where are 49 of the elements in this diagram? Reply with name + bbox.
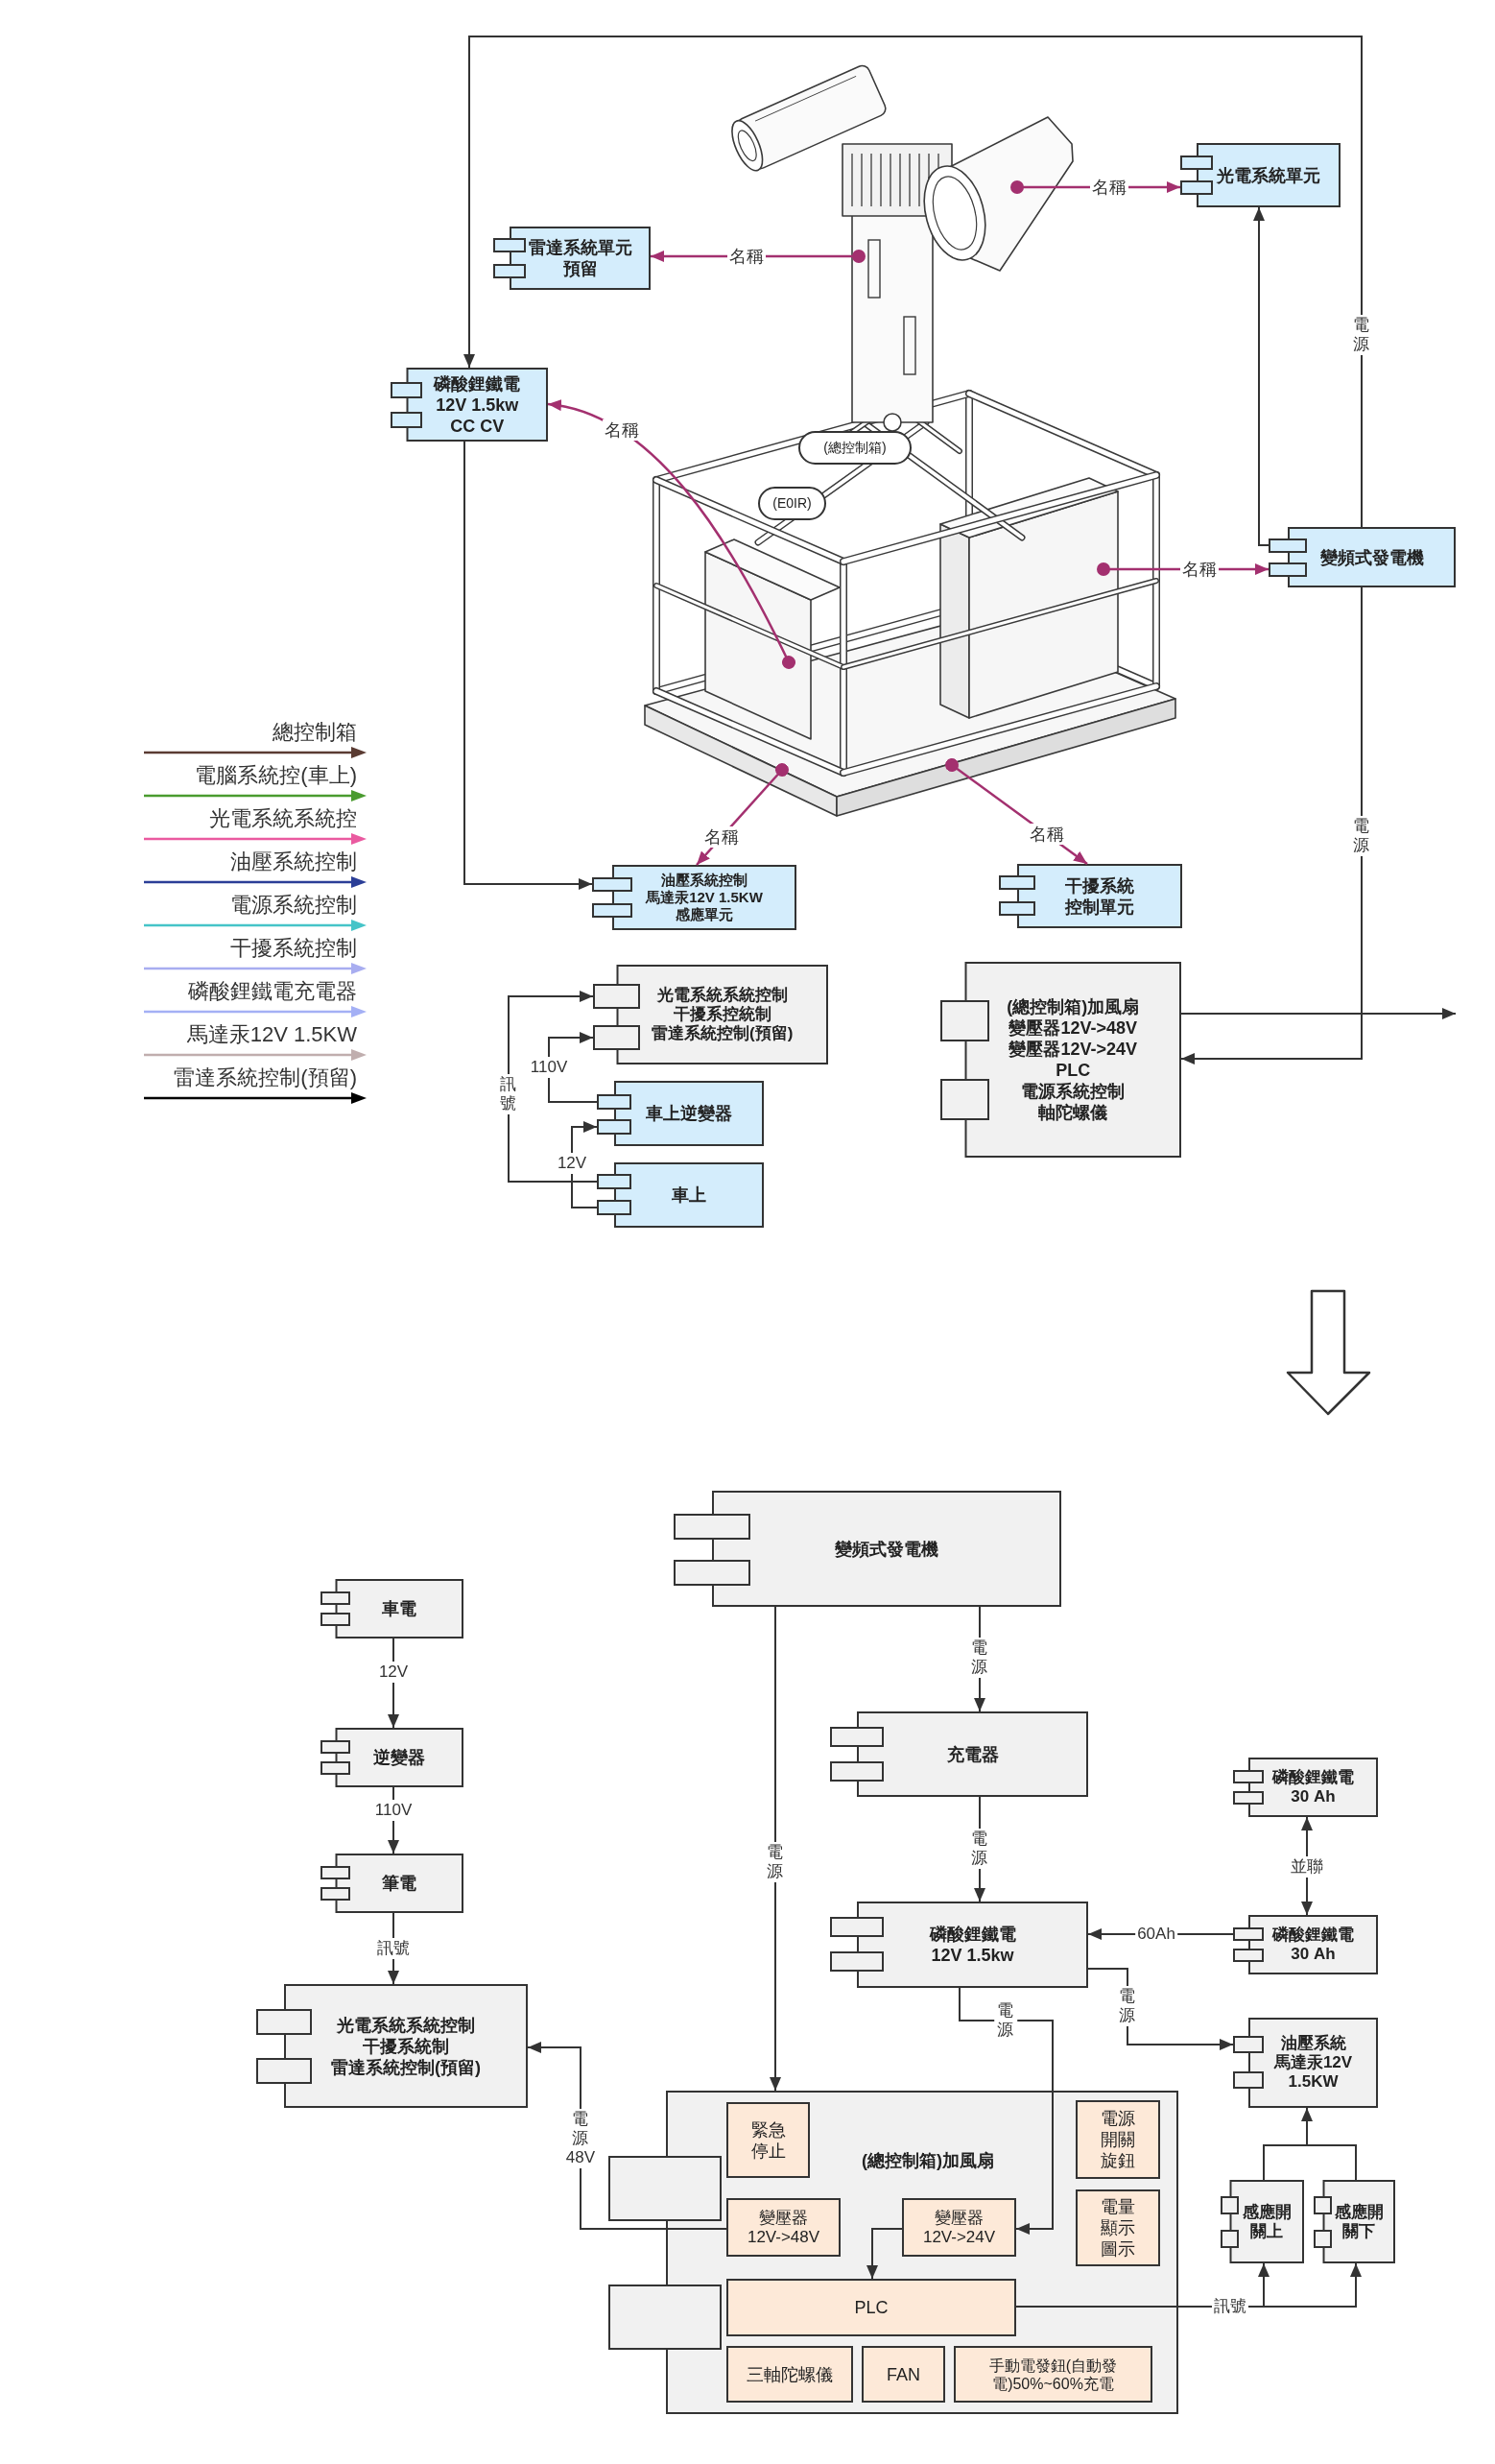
process-box: 變壓器12V->48V (726, 2198, 841, 2257)
edge-label: 名稱 (1180, 559, 1219, 580)
arrow (463, 36, 1363, 528)
legend-label: 電腦系統控(車上) (195, 763, 357, 788)
connector (1306, 2144, 1357, 2181)
legend-label: 油壓系統控制 (230, 849, 357, 874)
component-tab (608, 2285, 722, 2350)
edge-label: 名稱 (1028, 824, 1066, 845)
rounded-tag: (總控制箱) (798, 431, 912, 465)
arrow (1180, 586, 1363, 1065)
process-box: 三軸陀螺儀 (726, 2346, 853, 2403)
legend-label: 馬達汞12V 1.5KW (186, 1022, 357, 1047)
legend-label: 光電系統系統控 (209, 806, 357, 831)
legend-label: 雷達系統控制(預留) (174, 1065, 357, 1090)
leader-line (547, 400, 795, 669)
edge-label: 電源 (994, 2000, 1017, 2041)
process-box: FAN (862, 2346, 945, 2403)
container-box (666, 2091, 1178, 2414)
process-box: 手動電發鈕(自動發電)50%~60%充電 (954, 2346, 1152, 2403)
group-title: (總控制箱)加風扇 (862, 2150, 994, 2171)
arrow (1253, 206, 1270, 546)
arrow (1180, 1008, 1457, 1019)
arrow (548, 1032, 598, 1103)
arrow (508, 991, 598, 1183)
process-box: 電量顯示圖示 (1076, 2189, 1160, 2266)
process-box: 電源開關旋鈕 (1076, 2100, 1160, 2179)
legend-label: 電源系統控制 (230, 893, 357, 918)
edge-label: 名稱 (1090, 177, 1128, 198)
legend-label: 干擾系統控制 (230, 936, 357, 961)
arrow (770, 1606, 781, 2092)
edge-label: 名稱 (702, 826, 741, 848)
arrow (959, 1987, 1054, 2235)
process-box: 變壓器12V->24V (902, 2198, 1016, 2257)
legend-label: 總控制箱 (273, 720, 357, 745)
rounded-tag: (E0IR) (758, 487, 826, 520)
legend-label: 磷酸鋰鐵電充電器 (188, 979, 357, 1004)
edge-label: 訊號 (375, 1938, 412, 1959)
connector (1263, 2144, 1308, 2181)
process-box: 緊急停止 (726, 2102, 810, 2178)
edge-label: 並聯 (1289, 1856, 1325, 1878)
edge-label: 名稱 (727, 246, 766, 267)
arrow (1258, 2262, 1270, 2308)
arrow (463, 441, 593, 890)
edge-label: 訊號 (1212, 2296, 1248, 2317)
arrow (866, 2228, 903, 2280)
edge-label: 名稱 (603, 419, 641, 441)
process-box: PLC (726, 2279, 1016, 2336)
arrow (1301, 2107, 1313, 2146)
component-tab (608, 2156, 722, 2221)
